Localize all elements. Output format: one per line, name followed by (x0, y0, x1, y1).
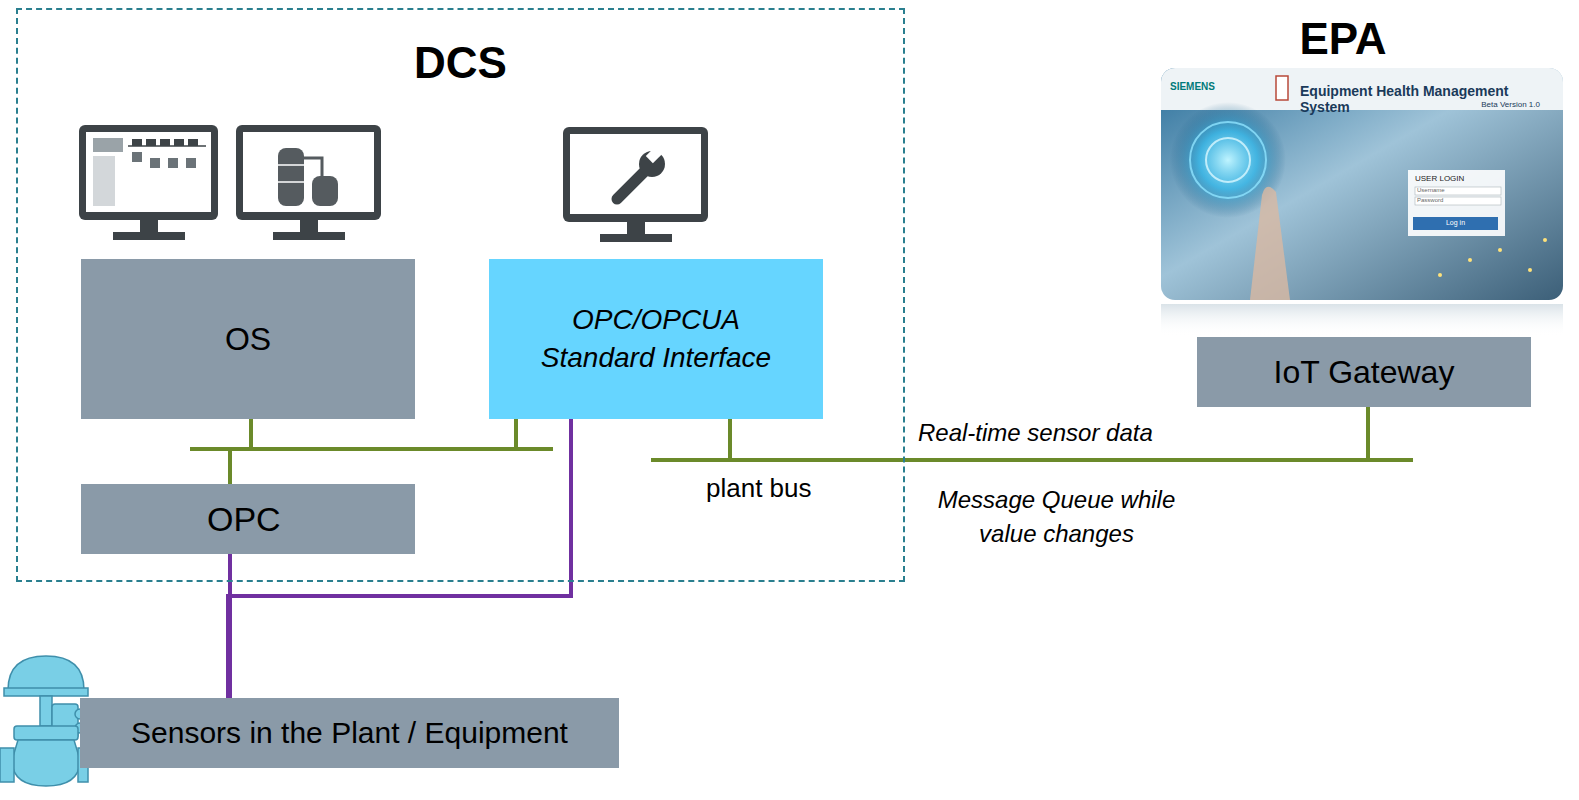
equipment-box: Sensors in the Plant / Equipment (80, 698, 619, 768)
region-title: DCS (18, 38, 903, 88)
gateway-box: IoT Gateway (1197, 337, 1531, 407)
node-label: Sensors in the Plant / Equipment (131, 716, 568, 750)
node-label: IoT Gateway (1274, 354, 1455, 391)
region-title: EPA (1161, 14, 1525, 64)
monitor-icon (236, 125, 381, 240)
node-label: OPC (207, 500, 281, 539)
process-box: OS (81, 259, 415, 419)
bus-label: plant bus (706, 474, 846, 504)
node-label: OPC/OPCUA Standard Interface (525, 301, 787, 377)
valve-icon (0, 656, 88, 786)
screenshot-illustration (1161, 68, 1563, 336)
app-title: Equipment Health Management System (1300, 83, 1562, 115)
bus-connector (230, 419, 516, 484)
bus-line (190, 447, 553, 451)
plant-bus-line (651, 458, 1413, 462)
interface-box: OPC/OPCUA Standard Interface (489, 259, 823, 419)
version-label: Beta Version 1.0 (1470, 100, 1540, 109)
process-box: OPC (81, 484, 415, 554)
login-heading: USER LOGIN (1415, 174, 1503, 183)
node-label: OS (225, 321, 271, 358)
bus-connector (230, 419, 251, 484)
field-placeholder: Username (1417, 187, 1497, 194)
monitor-icon (79, 125, 218, 240)
button-label: Log in (1413, 219, 1498, 227)
field-placeholder: Password (1417, 197, 1497, 204)
monitor-icon (563, 127, 708, 242)
signal-label: Real-time sensor data (918, 419, 1218, 447)
note-label: Message Queue while value changes (914, 483, 1199, 551)
field-wire (228, 419, 571, 698)
bus-connector (730, 407, 1368, 460)
brand-label: SIEMENS (1170, 81, 1230, 93)
